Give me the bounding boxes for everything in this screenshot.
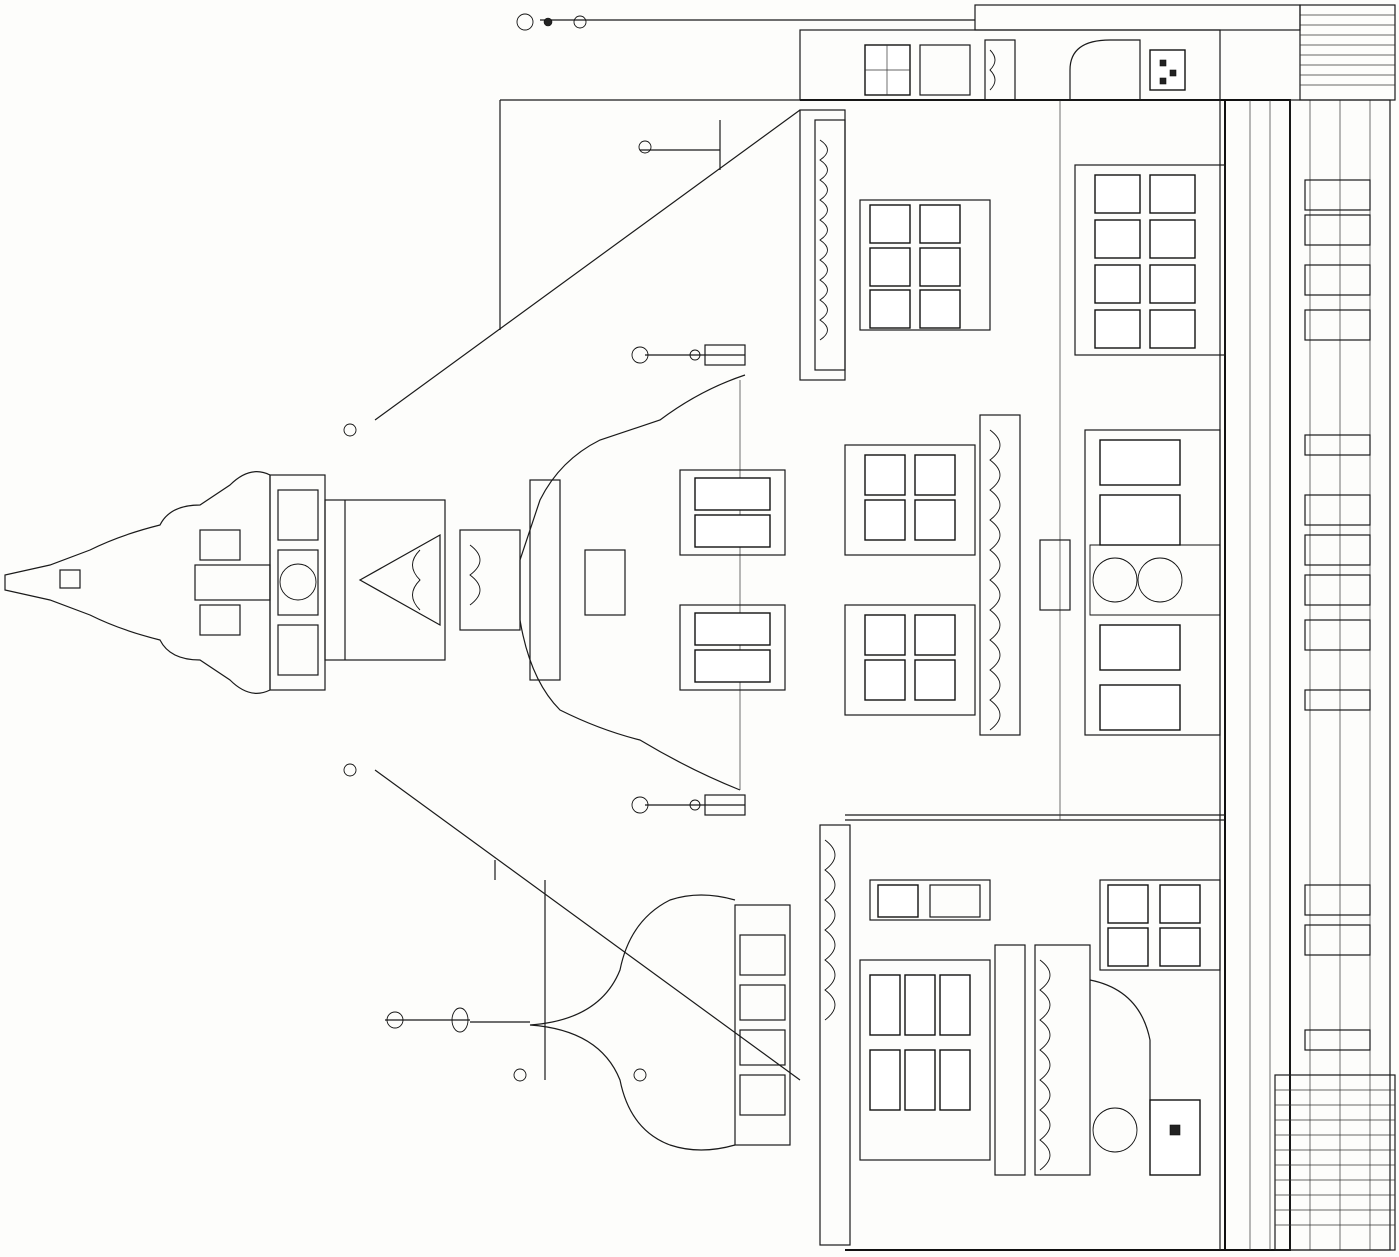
- base-windows-upper: [1304, 179, 1371, 1051]
- gable-tympanum: [358, 479, 626, 681]
- stairs-top: [1299, 4, 1396, 101]
- central-gable: [519, 374, 786, 791]
- central-spire: [4, 471, 446, 694]
- foundation-base: [1224, 99, 1391, 1251]
- frieze-upper: [799, 109, 846, 381]
- top-wing: [799, 4, 1301, 101]
- roof: [374, 99, 801, 1081]
- upper-window-bank: [1074, 164, 1226, 356]
- central-bay-windows: [844, 444, 976, 716]
- finials: [343, 13, 975, 1082]
- tracery-window: [1084, 429, 1221, 736]
- onion-dome: [470, 894, 791, 1151]
- central-pilaster: [979, 414, 1071, 736]
- lower-wing-windows: [869, 879, 1221, 971]
- lower-bay: [819, 824, 1201, 1246]
- mid-window-bank-top: [859, 199, 991, 331]
- stairs-bottom: [1274, 1074, 1396, 1251]
